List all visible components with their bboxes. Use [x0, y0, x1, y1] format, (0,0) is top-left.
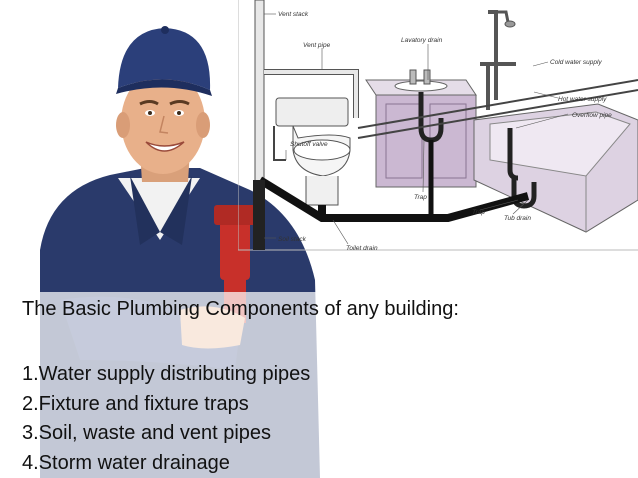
list-item: 2.Fixture and fixture traps [22, 392, 249, 415]
list-item: 1.Water supply distributing pipes [22, 363, 311, 385]
cold-water-supply-line [357, 79, 638, 129]
soil-stack [253, 180, 265, 250]
label-cold-water-supply: Cold water supply [550, 59, 602, 66]
label-soil-stack: Soil stack [278, 236, 307, 243]
hot-water-supply-line [357, 89, 638, 139]
label-vent-pipe: Vent pipe [303, 42, 331, 49]
component-list: 1.Water supply distributing pipes 2.Fixt… [22, 360, 310, 478]
label-hot-water-supply: Hot water supply [558, 96, 607, 103]
toilet [275, 97, 351, 206]
label-overflow-pipe: Overflow pipe [572, 112, 612, 119]
bathtub [473, 103, 638, 233]
label-shutoff-valve: Shutoff valve [290, 141, 328, 148]
main-drain-line [257, 176, 530, 222]
label-toilet-drain: Toilet drain [346, 245, 378, 252]
label-trap-lavatory: Trap [414, 194, 427, 201]
slide-heading: The Basic Plumbing Components of any bui… [22, 298, 459, 320]
overflow-pipe [507, 128, 519, 181]
plumbing-diagram: Vent stack Vent pipe Lavatory drain Cold… [238, 0, 638, 252]
text-overlay-panel [0, 292, 638, 478]
label-tub-drain: Tub drain [504, 215, 531, 222]
label-lavatory-drain: Lavatory drain [401, 37, 443, 44]
list-item: 4.Storm water drainage [22, 451, 230, 474]
list-item: 3.Soil, waste and vent pipes [22, 422, 272, 444]
label-trap-tub: Trap [472, 209, 485, 216]
label-vent-stack: Vent stack [278, 11, 309, 18]
